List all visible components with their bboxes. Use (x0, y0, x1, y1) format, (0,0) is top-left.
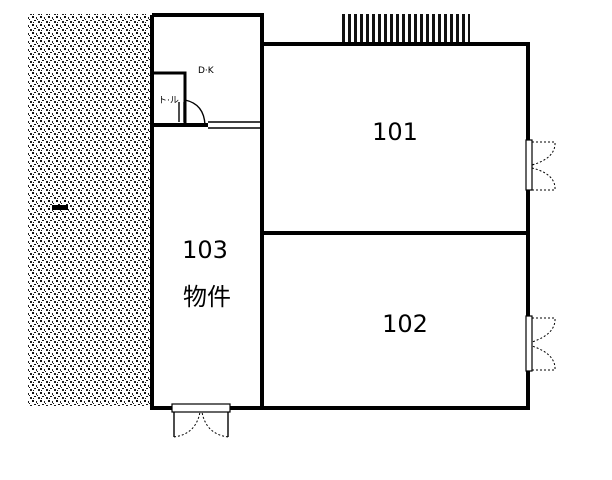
room-103-caption: 物件 (183, 283, 231, 311)
adjacent-lot-mark (52, 205, 68, 210)
door-101-swing-2 (531, 167, 556, 191)
door-101-frame (525, 139, 533, 191)
door-102-swing (531, 317, 556, 343)
dk-label: D·K (198, 66, 215, 76)
adjacent-lot-hatch (28, 14, 150, 406)
room-101-label: 101 (372, 118, 418, 146)
toilet-door-swing (184, 99, 206, 126)
toilet-label: ト·ル (158, 96, 179, 106)
door-103-swing (173, 411, 201, 438)
toilet-box (150, 71, 187, 127)
door-103-swing-2 (201, 411, 229, 438)
door-102-swing-2 (531, 345, 556, 371)
door-103-frame (171, 403, 231, 413)
room-102-label: 102 (382, 310, 428, 338)
room-103-label: 103 (182, 236, 228, 264)
door-101-swing (531, 141, 556, 166)
door-102-frame (525, 315, 533, 372)
top-boundary-strip (340, 14, 470, 44)
